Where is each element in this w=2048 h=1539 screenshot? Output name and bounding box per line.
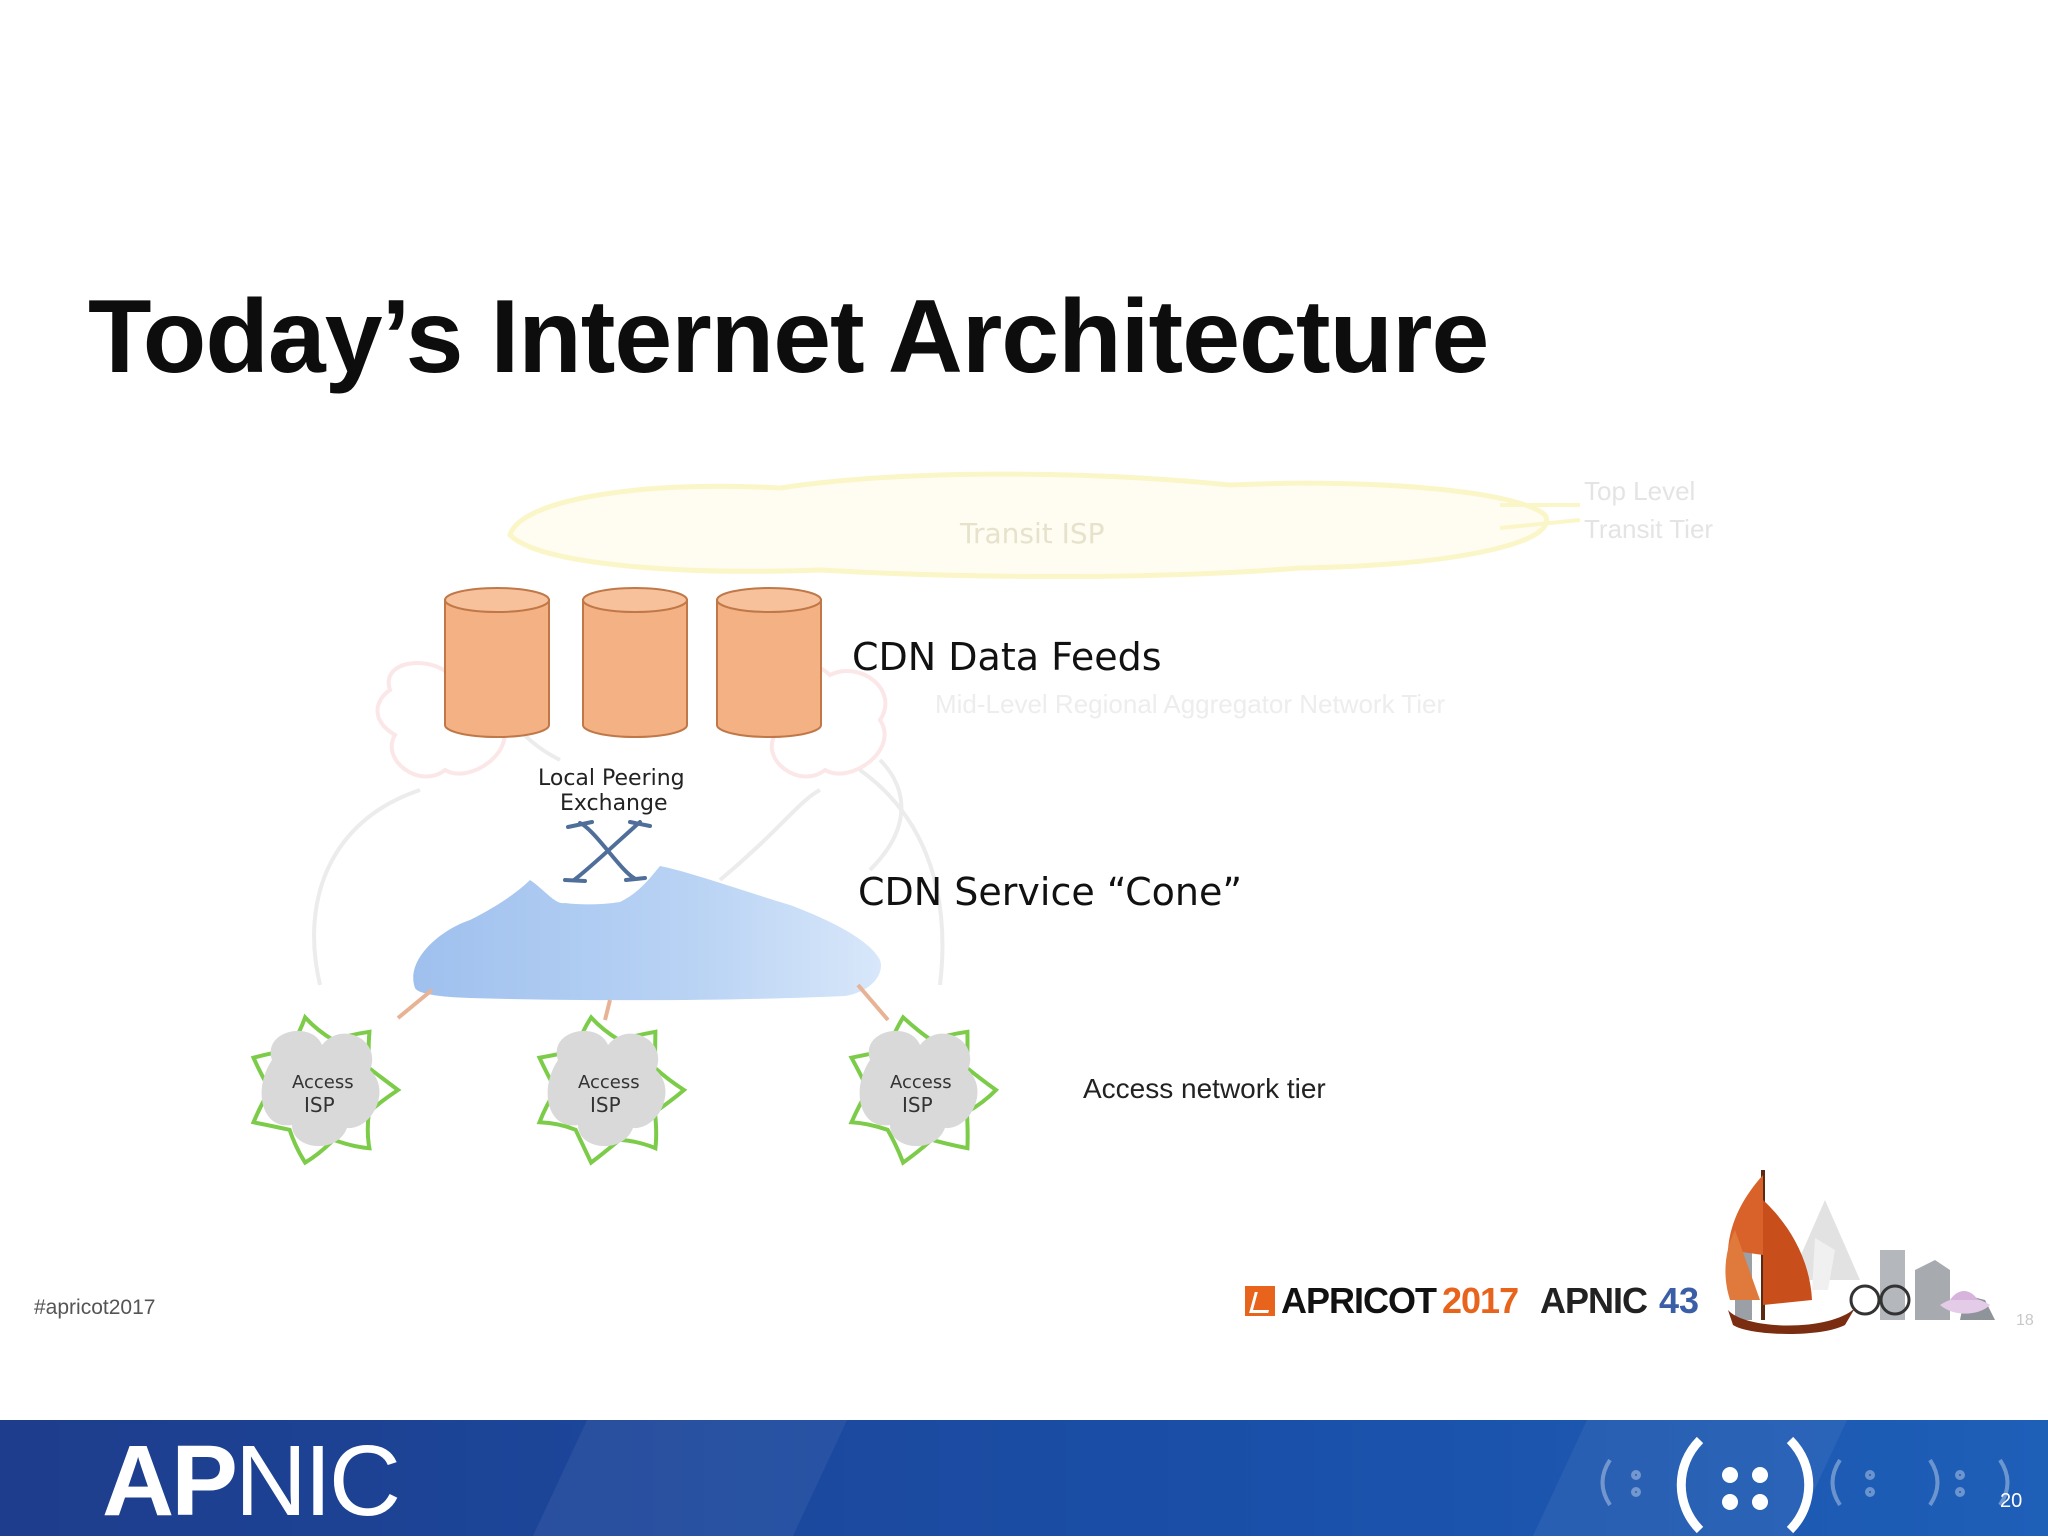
junk-boat-illustration (1725, 1170, 1995, 1334)
apnic43-brand: APNIC (1540, 1280, 1647, 1321)
peering-label-line2: Exchange (560, 791, 668, 816)
inner-slide-number: 18 (2016, 1312, 2034, 1330)
apricot-year: 2017 (1442, 1280, 1518, 1322)
cdn-architecture-diagram: Transit ISP Top Level Transit Tier Mid-L… (0, 0, 2048, 1420)
apnic43-logo: APNIC 43 (1540, 1280, 1699, 1322)
access-isp-label-top: Access (578, 1072, 640, 1093)
cdn-cylinder-3 (717, 588, 821, 737)
cdn-service-cone (413, 866, 881, 1000)
apnic-footer-logo: APNIC (102, 1424, 398, 1539)
access-isp-label-top: Access (890, 1072, 952, 1093)
network-pattern-icon (1580, 1420, 2040, 1536)
mid-level-tier-label: Mid-Level Regional Aggregator Network Ti… (935, 689, 1445, 719)
apricot-flag-icon (1245, 1286, 1275, 1316)
apricot-name: APRICOT (1281, 1280, 1436, 1322)
transit-isp-label: Transit ISP (959, 517, 1105, 550)
cdn-cylinder-1 (445, 588, 549, 737)
cdn-data-feed-cylinders (445, 588, 821, 737)
footer-logo-bold: AP (102, 1425, 235, 1537)
transit-tier-label: Transit Tier (1584, 514, 1713, 544)
apricot-logo: APRICOT2017 (1245, 1280, 1518, 1322)
access-isp-2: AccessISP (540, 1017, 685, 1162)
peering-exchange-icon (565, 822, 650, 881)
cdn-cylinder-2 (583, 588, 687, 737)
access-isp-label-bottom: ISP (590, 1093, 621, 1117)
access-isp-1: AccessISP (254, 1017, 399, 1162)
access-network-tier-label: Access network tier (1083, 1073, 1326, 1104)
top-level-label: Top Level (1584, 476, 1695, 506)
cdn-service-cone-label: CDN Service “Cone” (858, 870, 1242, 914)
footer-logo-light: NIC (235, 1425, 398, 1537)
apnic43-number: 43 (1659, 1280, 1699, 1321)
cdn-data-feeds-label: CDN Data Feeds (852, 635, 1162, 679)
peering-label-line1: Local Peering (538, 766, 685, 791)
access-isp-3: AccessISP (852, 1017, 997, 1162)
page-number: 20 (2000, 1490, 2022, 1513)
access-isp-label-bottom: ISP (304, 1093, 335, 1117)
access-isp-label-bottom: ISP (902, 1093, 933, 1117)
access-isp-group: AccessISPAccessISPAccessISP (254, 1017, 997, 1162)
access-isp-label-top: Access (292, 1072, 354, 1093)
hashtag-text: #apricot2017 (34, 1296, 155, 1320)
